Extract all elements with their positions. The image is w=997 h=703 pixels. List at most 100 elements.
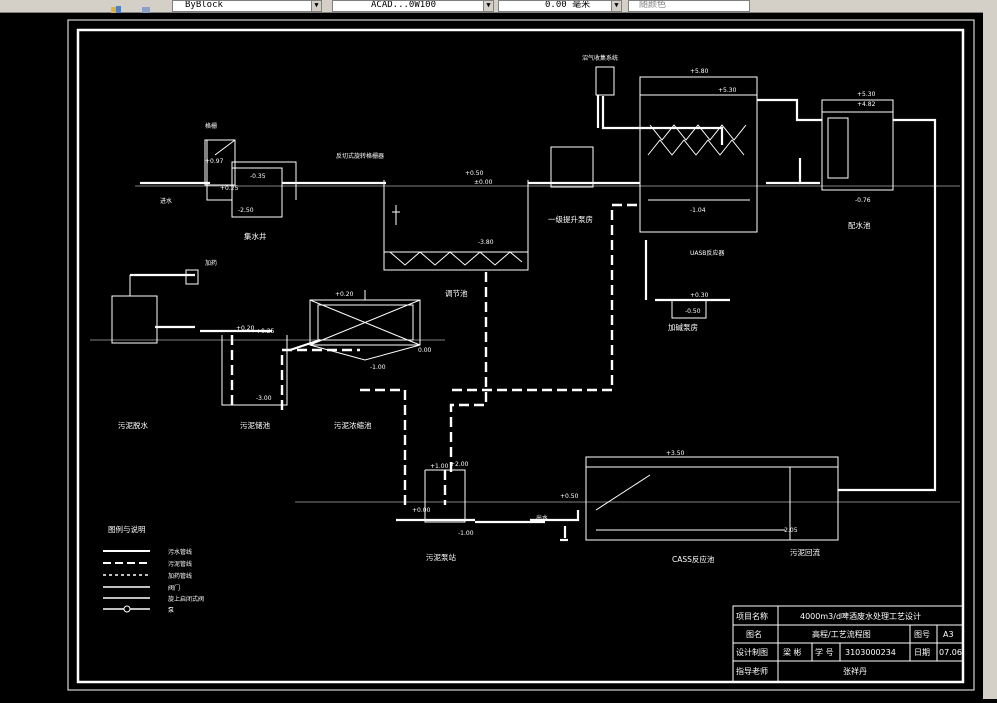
elev-label: +5.80 <box>690 68 709 75</box>
elev-label: +5.30 <box>857 91 876 98</box>
chevron-down-icon[interactable]: ▼ <box>311 1 321 11</box>
sludge-pipelines <box>230 203 640 505</box>
project-label: 项目名称 <box>736 611 768 621</box>
lineweight-value: ACAD...0W100 <box>371 0 437 10</box>
layer-previous-icon[interactable] <box>140 0 152 13</box>
water-tank-label: 配水池 <box>848 220 871 230</box>
linetype-value: ByBlock <box>185 0 223 10</box>
collection-well-label: 集水井 <box>244 231 267 241</box>
elev-label: +0.50 <box>465 170 484 177</box>
plotstyle-value: 随颜色 <box>639 0 667 10</box>
legend-item: 污泥管线 <box>168 560 192 568</box>
legend-item: 旋上启闭式阀 <box>168 595 204 603</box>
lineweight-display-select[interactable]: 0.00 毫米 ▼ <box>498 0 622 12</box>
sludge-pump-station <box>424 469 466 523</box>
elev-label: +2.00 <box>450 461 469 468</box>
elev-label: 0.00 <box>418 347 432 354</box>
sludge-thickener-label: 污泥浓缩池 <box>334 420 372 430</box>
chevron-down-icon[interactable]: ▼ <box>483 1 493 11</box>
project-value: 4000m3/d啤酒废水处理工艺设计 <box>800 611 921 621</box>
date-value: 07.06 <box>939 648 962 657</box>
lineweight-select[interactable]: ACAD...0W100 ▼ <box>332 0 494 12</box>
sludge-pump-label: 污泥泵站 <box>426 552 456 562</box>
elev-label: ±0.00 <box>474 179 493 186</box>
outer-frame <box>67 19 975 691</box>
drawing-no-label: 图号 <box>914 630 930 639</box>
cass-reactor <box>585 456 839 541</box>
elev-label: -0.76 <box>855 197 871 204</box>
legend-item: 阀门 <box>168 584 180 592</box>
equalization-tank <box>383 180 529 271</box>
sludge-dewater-unit <box>111 269 199 344</box>
cass-label: CASS反应池 <box>672 554 715 564</box>
elev-label: +3.50 <box>666 450 685 457</box>
legend-item: 污水管线 <box>168 548 192 556</box>
elev-label: -1.00 <box>458 530 474 537</box>
elev-label: -0.50 <box>685 308 701 315</box>
advisor-value: 张祥丹 <box>843 666 867 676</box>
legend-item: 加药管线 <box>168 572 192 580</box>
elev-label: -1.04 <box>690 207 706 214</box>
lineweight-display: 0.00 毫米 <box>545 0 591 10</box>
student-no-label: 学 号 <box>815 647 834 657</box>
date-label: 日期 <box>914 648 930 657</box>
inner-frame <box>76 28 965 684</box>
elev-label: +0.97 <box>205 158 224 165</box>
chevron-down-icon[interactable]: ▼ <box>611 1 621 11</box>
lift-pump-house-label: 一级提升泵房 <box>548 214 593 224</box>
legend-item: 泵 <box>168 607 174 614</box>
student-no-value: 3103000234 <box>845 648 896 657</box>
elev-label: +0.20 <box>335 291 354 298</box>
elev-label: +0.25 <box>220 185 239 192</box>
drawing-area[interactable]: 格栅 +0.97 +0.25 -0.35 -2.50 进水 集水井 反切式旋转格… <box>0 13 983 699</box>
plotstyle-select[interactable]: 随颜色 <box>628 0 750 12</box>
elev-label: -3.80 <box>478 239 494 246</box>
rotary-screen-label: 反切式旋转格栅器 <box>336 152 384 160</box>
grille-label: 格栅 <box>205 122 217 130</box>
inlet-label: 进水 <box>160 197 172 205</box>
title-block <box>732 605 964 683</box>
uasb-reactor <box>639 76 758 233</box>
dosing-label: 加药 <box>205 259 217 267</box>
elev-label: +0.00 <box>412 507 431 514</box>
elev-label: +5.30 <box>718 87 737 94</box>
elev-label: +0.30 <box>690 292 709 299</box>
drawing-no-value: A3 <box>943 630 954 639</box>
biogas-label: 沼气收集系统 <box>582 54 618 62</box>
designer-label: 设计制图 <box>736 647 768 657</box>
vertical-scrollbar[interactable] <box>982 12 997 699</box>
advisor-label: 指导老师 <box>736 666 768 676</box>
equalization-tank-label: 调节池 <box>445 288 468 298</box>
ground-lines <box>90 185 960 503</box>
drawing-name-value: 高程/工艺流程图 <box>812 629 871 639</box>
elev-label: +1.00 <box>430 463 449 470</box>
elev-label: -1.00 <box>370 364 386 371</box>
elev-label: -2.50 <box>238 207 254 214</box>
designer-value: 梁 彬 <box>783 647 802 657</box>
elev-label: +0.25 <box>256 328 275 335</box>
legend: 图例与说明 污水管线 污泥管线 加药管线 阀门 旋上启闭式阀 泵 <box>103 524 204 614</box>
cad-drawing: 格栅 +0.97 +0.25 -0.35 -2.50 进水 集水井 反切式旋转格… <box>67 19 975 691</box>
layer-state-icon[interactable] <box>110 0 122 13</box>
water-distribution-tank <box>821 99 894 191</box>
sewage-pipelines <box>130 95 937 542</box>
drawing-name-label: 图名 <box>746 629 762 639</box>
elev-label: -3.00 <box>256 395 272 402</box>
sludge-storage-label: 污泥储池 <box>240 420 270 430</box>
sludge-storage-tank <box>221 335 288 406</box>
uasb-label: UASB反应器 <box>690 249 724 257</box>
biogas-tank <box>595 66 615 96</box>
dosing-room-label: 加碱泵房 <box>668 322 698 332</box>
elev-label: +4.82 <box>857 101 876 108</box>
elev-label: +0.50 <box>560 493 579 500</box>
sludge-return-label: 污泥回流 <box>790 547 820 557</box>
linetype-select[interactable]: ByBlock ▼ <box>172 0 322 12</box>
sludge-dewater-label: 污泥脱水 <box>118 420 148 430</box>
dosing-room <box>671 299 707 319</box>
collection-well <box>204 139 297 218</box>
lift-pump-house <box>550 146 594 188</box>
elev-label: -0.35 <box>250 173 266 180</box>
elev-label: +0.20 <box>236 325 255 332</box>
outlet-label: 出水 <box>536 514 548 522</box>
legend-title: 图例与说明 <box>108 524 146 534</box>
